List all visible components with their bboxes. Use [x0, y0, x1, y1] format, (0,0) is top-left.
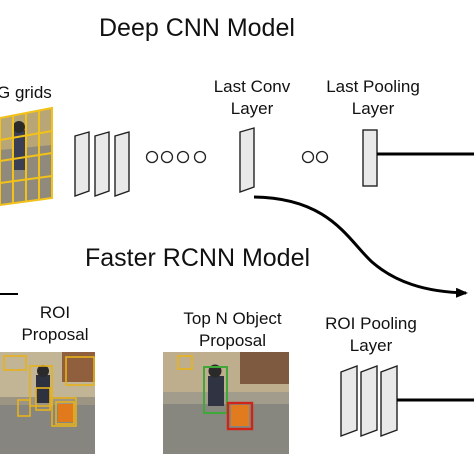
last-pooling-label-line1: Last Pooling — [326, 77, 420, 96]
ellipsis-circles-2 — [301, 150, 329, 164]
top-n-proposal-label-line2: Proposal — [198, 331, 267, 350]
top-n-box-red — [226, 401, 254, 431]
roi-proposal-image — [0, 352, 95, 454]
top-n-box-small — [177, 355, 193, 370]
deep-cnn-title: Deep CNN Model — [99, 14, 295, 42]
top-n-proposal-image — [163, 352, 289, 454]
roi-boxes — [3, 355, 95, 427]
grid-input-image — [0, 106, 53, 207]
roi-pooling-layers — [340, 364, 398, 438]
conv-layers-stack — [74, 131, 130, 197]
last-pooling-layer — [362, 129, 378, 187]
roi-pooling-label-line2: Layer — [349, 336, 393, 355]
ellipsis-circles — [145, 150, 207, 164]
conv-to-rcnn-arrow — [253, 195, 468, 298]
roi-pooling-label-line1: ROI Pooling — [325, 314, 417, 333]
grids-label: G grids — [0, 83, 52, 102]
roi-proposal-label: ROI Proposal — [10, 302, 100, 346]
last-conv-label-line2: Layer — [230, 99, 274, 118]
last-pooling-label-line2: Layer — [351, 99, 395, 118]
last-conv-layer — [239, 127, 255, 193]
top-n-proposal-label: Top N Object Proposal — [165, 308, 300, 352]
grid-lines — [0, 106, 53, 207]
last-pooling-label: Last Pooling Layer — [313, 76, 433, 120]
roi-proposal-label-line2: Proposal — [21, 325, 89, 344]
roi-pooling-label: ROI Pooling Layer — [311, 313, 431, 357]
last-conv-label-line1: Last Conv — [213, 77, 291, 96]
last-conv-label: Last Conv Layer — [202, 76, 302, 120]
top-n-box-green — [203, 366, 228, 414]
roi-proposal-label-line1: ROI — [39, 303, 71, 322]
faster-rcnn-title: Faster RCNN Model — [85, 244, 311, 272]
top-n-proposal-label-line1: Top N Object — [183, 309, 282, 328]
